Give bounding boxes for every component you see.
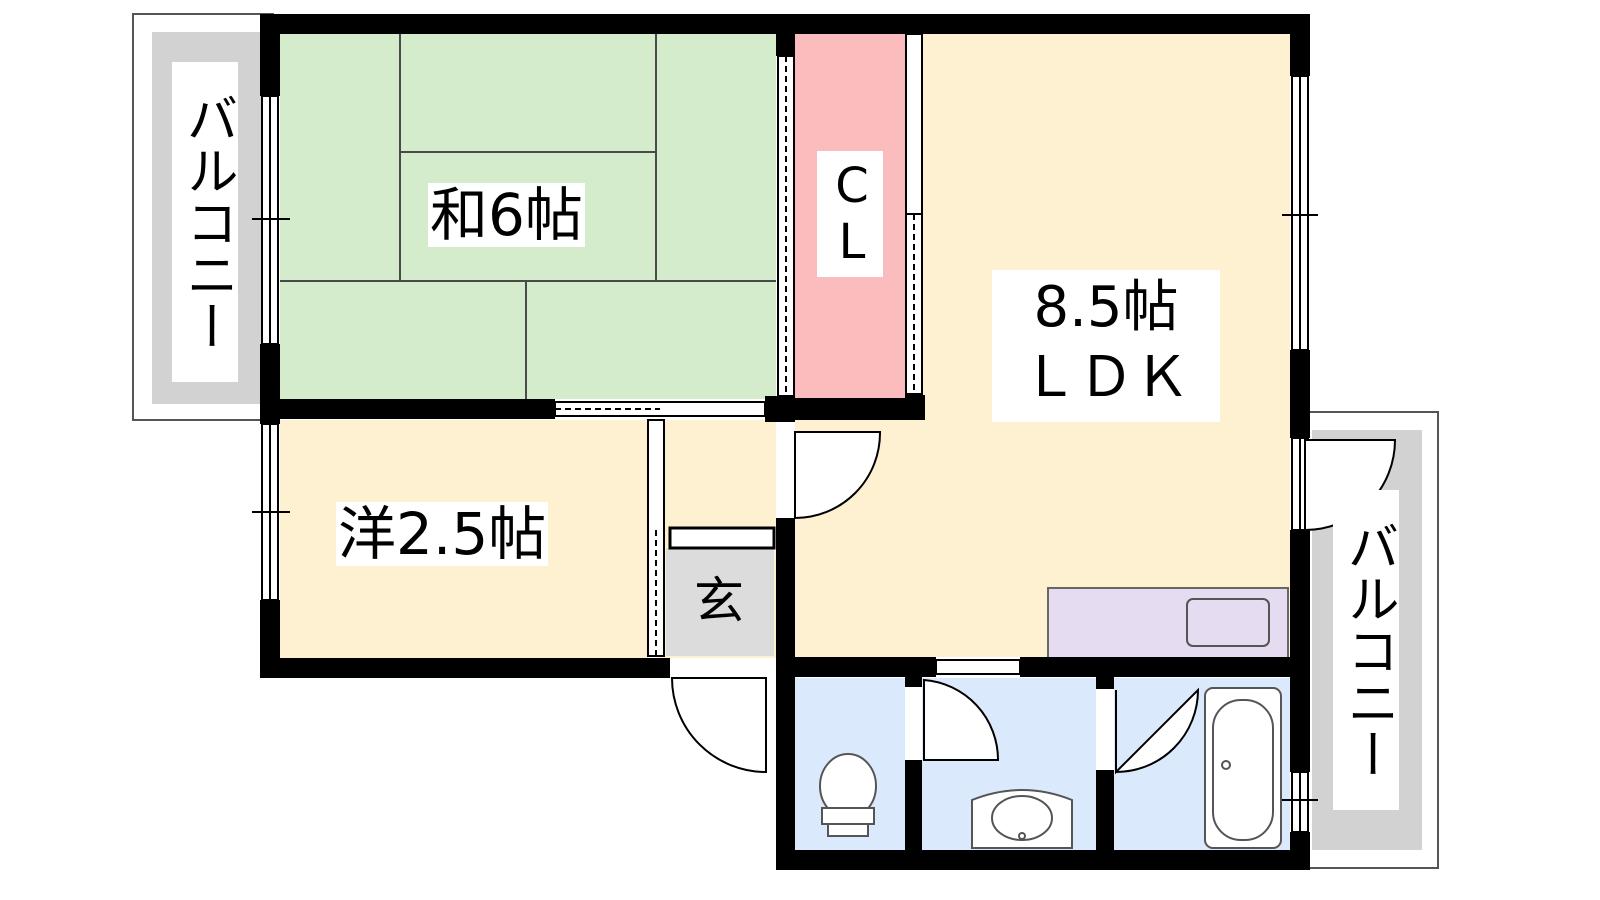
- room-label-washitsu: 和6帖: [428, 181, 585, 249]
- swing-doors: [670, 431, 1397, 775]
- toilet-icon: [819, 753, 877, 837]
- genkan-floor: [666, 548, 774, 656]
- room-label-genkan: 玄: [694, 572, 744, 630]
- room-label-ldk: 8.5帖 ＬＤＫ: [992, 270, 1220, 422]
- sliding-doors: [554, 33, 1021, 675]
- balcony-label-left: バルコニー: [172, 62, 238, 382]
- room-label-yoshitsu: 洋2.5帖: [336, 500, 549, 568]
- ldk-type-label: ＬＤＫ: [1022, 345, 1190, 410]
- tatami-lines: [280, 34, 776, 399]
- balcony-label-right: バルコニー: [1333, 490, 1399, 810]
- washbasin-icon: [971, 789, 1073, 849]
- ldk-size-label: 8.5帖: [1033, 275, 1179, 340]
- bathtub-icon: [1204, 687, 1282, 849]
- walls: [260, 14, 1310, 870]
- kitchen-sink-icon: [1186, 598, 1270, 647]
- window-ticks: [252, 214, 1318, 801]
- room-label-closet: CL: [817, 151, 883, 277]
